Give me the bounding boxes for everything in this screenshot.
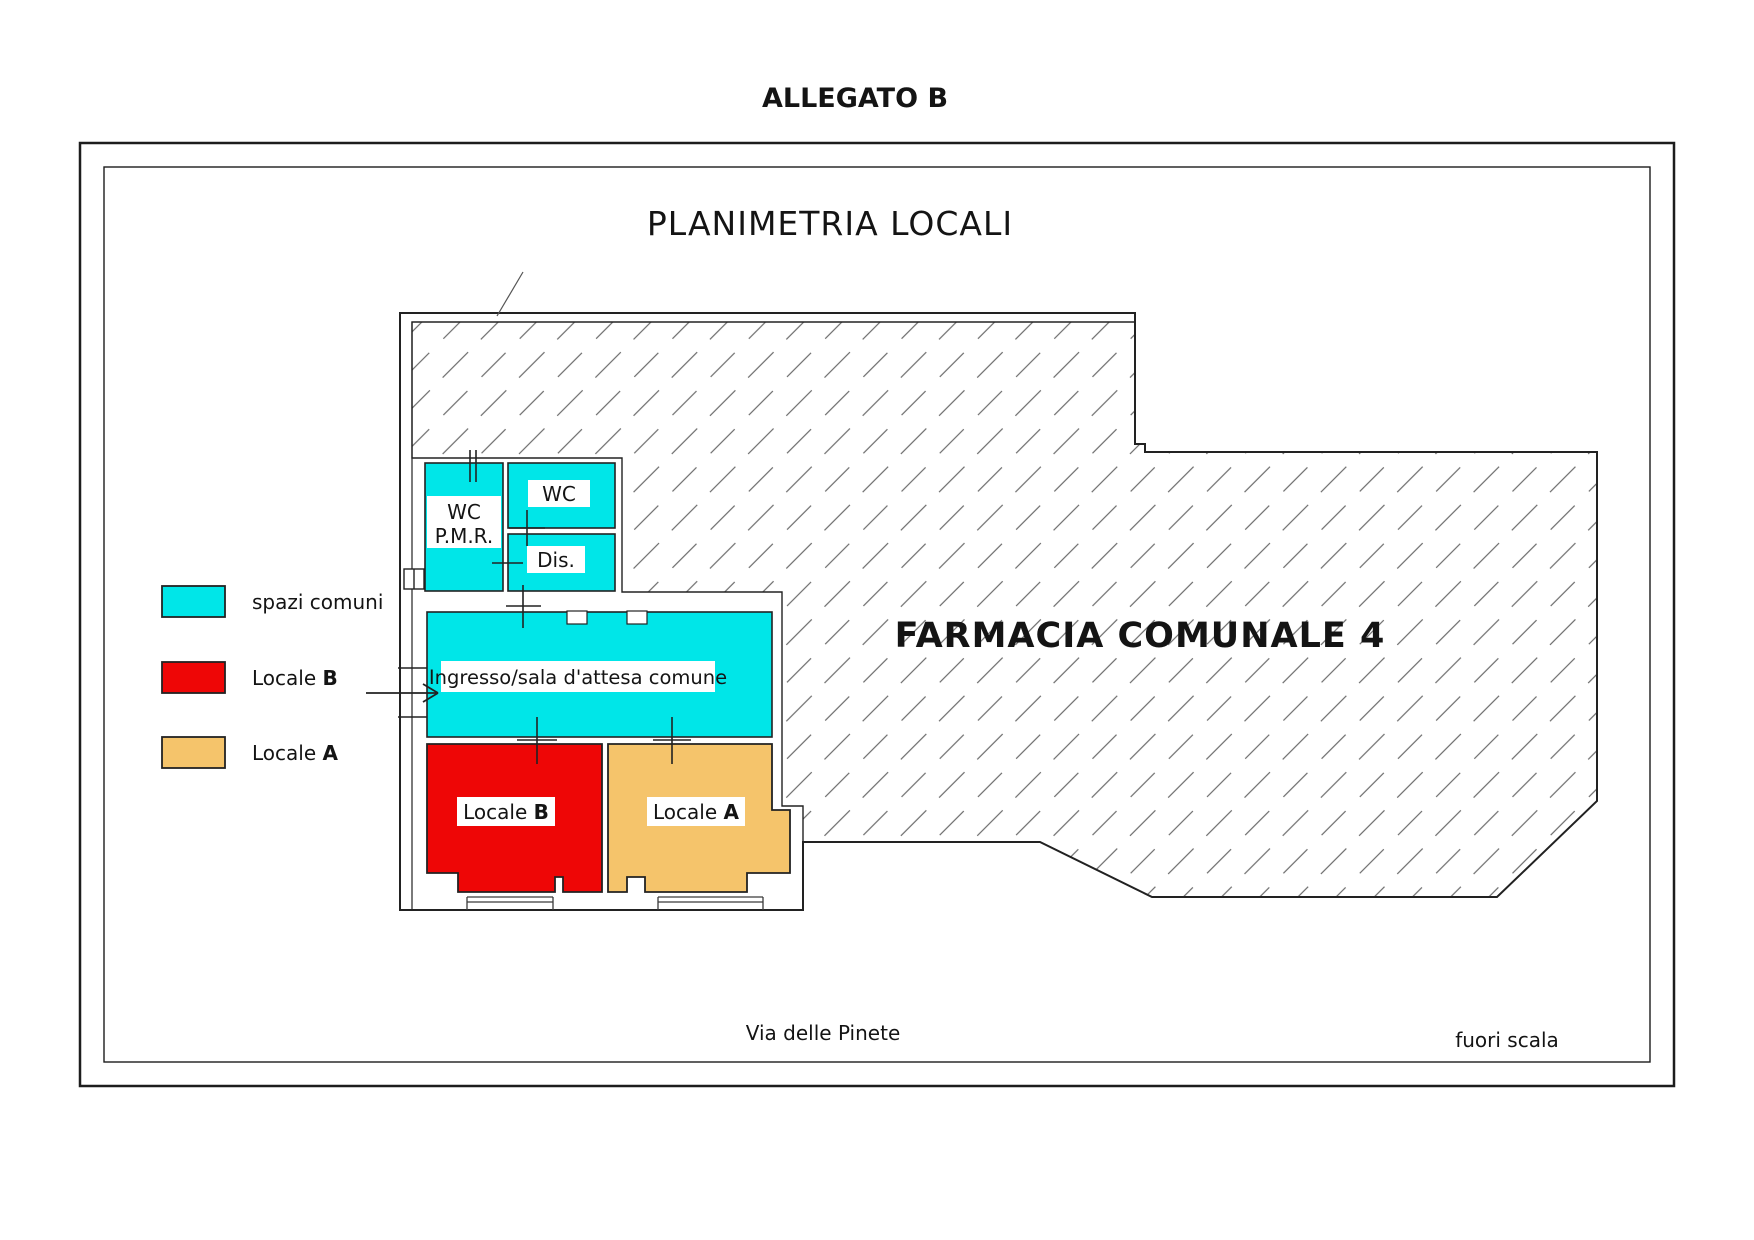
locale-a-label-text: Locale [653,800,724,824]
wc-pmr-label-box [427,496,501,548]
legend-swatch-spazi-comuni [161,585,226,618]
legend-label-spazi-comuni: spazi comuni [252,590,383,614]
street-label: Via delle Pinete [746,1021,901,1045]
annex-title: ALLEGATO B [762,83,948,114]
legend-label-locale-a-text: Locale [252,741,323,765]
wc-label-box [528,480,590,507]
legend-swatch-locale-b [161,661,226,694]
inner-frame [103,166,1651,1063]
left-wall-pillar [403,568,425,590]
dis-label-box [527,546,585,573]
wc-label: WC [542,482,576,506]
locale-b-label-box [457,797,555,826]
outer-frame [78,141,1676,1088]
wc-pmr-label-line1: WC [447,500,481,524]
locale-b-label-bold: B [534,800,549,824]
scale-note: fuori scala [1455,1028,1559,1052]
ingresso-label-box [441,661,715,692]
entrance-arrow-icon [366,683,439,703]
wc-pmr-label-line2: P.M.R. [435,524,493,548]
ingresso-top-notch-2 [626,610,648,625]
building-outline [399,312,1598,911]
legend-label-locale-b: Locale B [252,666,338,690]
window-lines [466,896,764,910]
locale-b-label-text: Locale [463,800,534,824]
farmacia-label: FARMACIA COMUNALE 4 [895,616,1386,656]
legend-label-locale-a-bold: A [323,741,339,765]
legend-swatch-locale-a [161,736,226,769]
plan-title: PLANIMETRIA LOCALI [647,204,1013,243]
locale-a-label: Locale A [653,800,740,824]
door-marks [398,450,691,764]
locale-a-label-box [647,797,745,826]
room-labels: WC P.M.R. WC Dis. Ingresso/sala d'attesa… [427,480,745,826]
locale-b-label: Locale B [463,800,549,824]
locale-a-label-bold: A [724,800,740,824]
ingresso-label: Ingresso/sala d'attesa comune [429,666,727,689]
legend-label-locale-b-text: Locale [252,666,323,690]
hatch-overshoot-line [496,271,524,317]
legend-label-locale-b-bold: B [323,666,338,690]
legend: spazi comuni Locale B Locale A [161,585,383,769]
ingresso-top-notch-1 [566,610,588,625]
dis-label: Dis. [537,548,575,572]
legend-label-locale-a: Locale A [252,741,339,765]
